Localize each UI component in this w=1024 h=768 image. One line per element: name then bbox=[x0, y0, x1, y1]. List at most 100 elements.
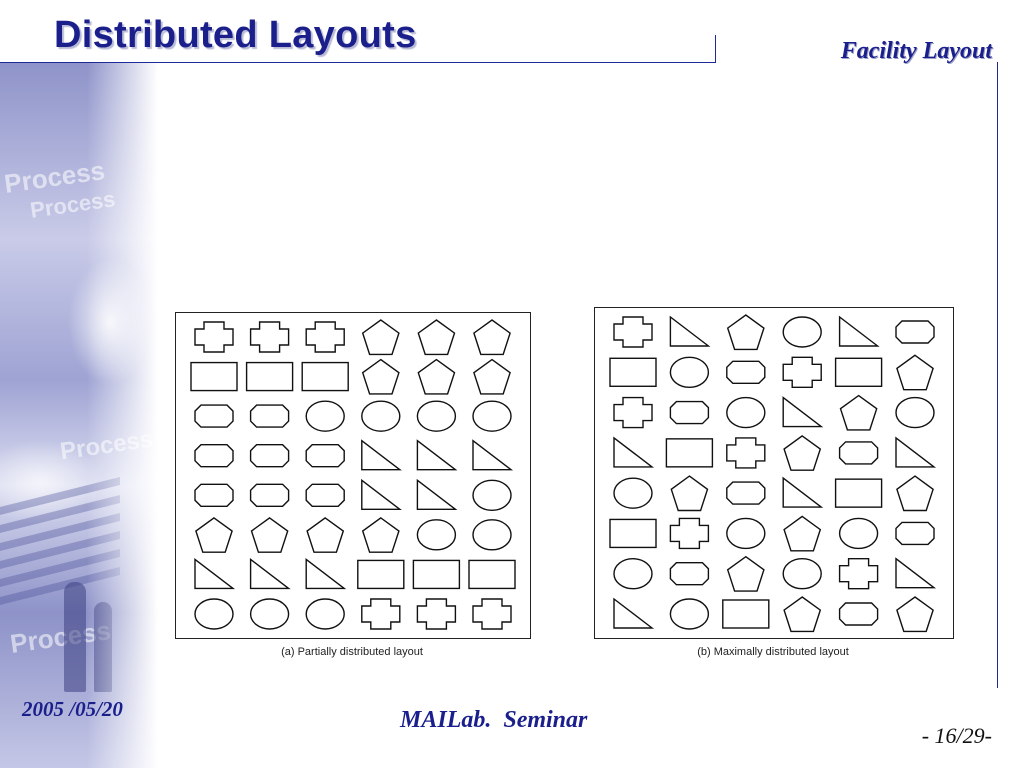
pentagon-shape bbox=[896, 475, 934, 512]
shape-grid-b bbox=[609, 314, 937, 633]
octagon-shape bbox=[726, 481, 766, 505]
cross-shape bbox=[416, 598, 457, 630]
octagon-shape bbox=[305, 483, 345, 508]
caption-b: (b) Maximally distributed layout bbox=[697, 646, 849, 658]
octagon-shape bbox=[838, 602, 879, 626]
cross-shape bbox=[472, 598, 512, 630]
triangle-shape bbox=[305, 557, 347, 590]
triangle-shape bbox=[472, 439, 514, 471]
cross-shape bbox=[726, 437, 766, 469]
octagon-shape bbox=[249, 404, 290, 428]
octagon-shape bbox=[249, 443, 290, 468]
circle-shape bbox=[416, 519, 457, 551]
octagon-shape bbox=[895, 521, 935, 546]
cross-shape bbox=[838, 557, 879, 590]
triangle-shape bbox=[669, 315, 711, 347]
footer-title: MAILab. Seminar bbox=[400, 707, 588, 733]
rectangle-shape bbox=[357, 559, 405, 590]
octagon-shape bbox=[194, 443, 234, 468]
caption-a: (a) Partially distributed layout bbox=[281, 646, 423, 658]
circle-shape bbox=[613, 558, 653, 590]
cross-shape bbox=[669, 517, 710, 550]
cross-shape bbox=[249, 321, 290, 353]
pentagon-shape bbox=[670, 475, 709, 512]
octagon-shape bbox=[305, 443, 345, 468]
triangle-shape bbox=[416, 439, 458, 471]
diagram-maximally-distributed-layout bbox=[594, 307, 954, 639]
pentagon-shape bbox=[306, 517, 345, 553]
circle-shape bbox=[305, 400, 345, 432]
pentagon-shape bbox=[250, 517, 289, 553]
octagon-shape bbox=[726, 360, 766, 385]
pentagon-shape bbox=[783, 515, 822, 552]
pentagon-shape bbox=[783, 596, 822, 633]
rectangle-shape bbox=[468, 559, 516, 590]
pentagon-shape bbox=[361, 319, 400, 356]
triangle-shape bbox=[895, 557, 937, 589]
octagon-shape bbox=[249, 483, 290, 508]
pentagon-shape bbox=[783, 435, 822, 471]
rectangle-shape bbox=[834, 357, 883, 387]
circle-shape bbox=[669, 598, 710, 630]
section-label: Facility Layout bbox=[840, 38, 992, 64]
circle-shape bbox=[305, 598, 345, 630]
cross-shape bbox=[613, 316, 653, 348]
cross-shape bbox=[305, 321, 345, 353]
pentagon-shape bbox=[417, 319, 456, 356]
pentagon-shape bbox=[726, 314, 765, 351]
triangle-shape bbox=[613, 597, 655, 629]
rectangle-shape bbox=[301, 361, 349, 392]
title-divider bbox=[0, 62, 716, 63]
octagon-shape bbox=[669, 561, 710, 586]
octagon-shape bbox=[194, 404, 234, 428]
circle-shape bbox=[472, 400, 512, 432]
octagon-shape bbox=[895, 320, 935, 344]
circle-shape bbox=[416, 400, 457, 432]
page-number: - 16/29- bbox=[921, 723, 992, 748]
pentagon-shape bbox=[896, 354, 934, 391]
circle-shape bbox=[669, 356, 710, 388]
cross-shape bbox=[194, 321, 234, 353]
circle-shape bbox=[782, 316, 822, 348]
octagon-shape bbox=[838, 441, 879, 465]
cross-shape bbox=[613, 396, 653, 429]
rectangle-shape bbox=[412, 559, 461, 590]
circle-shape bbox=[472, 479, 512, 511]
pentagon-shape bbox=[896, 596, 934, 633]
octagon-shape bbox=[194, 483, 234, 508]
diagram-partially-distributed-layout bbox=[175, 312, 531, 639]
triangle-shape bbox=[361, 478, 402, 511]
triangle-shape bbox=[838, 315, 880, 347]
pentagon-shape bbox=[195, 517, 233, 553]
triangle-shape bbox=[194, 557, 236, 590]
rectangle-shape bbox=[834, 478, 883, 508]
octagon-shape bbox=[669, 400, 710, 425]
footer-date: 2005 /05/20 bbox=[22, 697, 123, 721]
pentagon-shape bbox=[473, 358, 511, 395]
rectangle-shape bbox=[609, 518, 657, 549]
triangle-shape bbox=[416, 478, 458, 511]
title-divider-tick bbox=[715, 35, 716, 63]
rectangle-shape bbox=[190, 361, 238, 392]
pentagon-shape bbox=[417, 358, 456, 395]
pentagon-shape bbox=[361, 517, 400, 553]
pentagon-shape bbox=[726, 555, 765, 592]
triangle-shape bbox=[361, 439, 402, 471]
cross-shape bbox=[361, 598, 401, 630]
decorative-collage: Process Process Process Process bbox=[0, 62, 158, 768]
cross-shape bbox=[782, 356, 822, 389]
triangle-shape bbox=[782, 476, 824, 508]
triangle-shape bbox=[895, 436, 937, 468]
shape-grid-a bbox=[190, 319, 516, 630]
circle-shape bbox=[472, 519, 512, 551]
pentagon-shape bbox=[473, 319, 511, 356]
circle-shape bbox=[613, 477, 653, 509]
circle-shape bbox=[726, 396, 766, 429]
circle-shape bbox=[194, 598, 234, 630]
pentagon-shape bbox=[361, 358, 400, 395]
pentagon-shape bbox=[839, 394, 878, 431]
circle-shape bbox=[838, 517, 879, 550]
slide-title: Distributed Layouts bbox=[54, 14, 417, 56]
rectangle-shape bbox=[245, 361, 294, 392]
rectangle-shape bbox=[665, 438, 714, 468]
